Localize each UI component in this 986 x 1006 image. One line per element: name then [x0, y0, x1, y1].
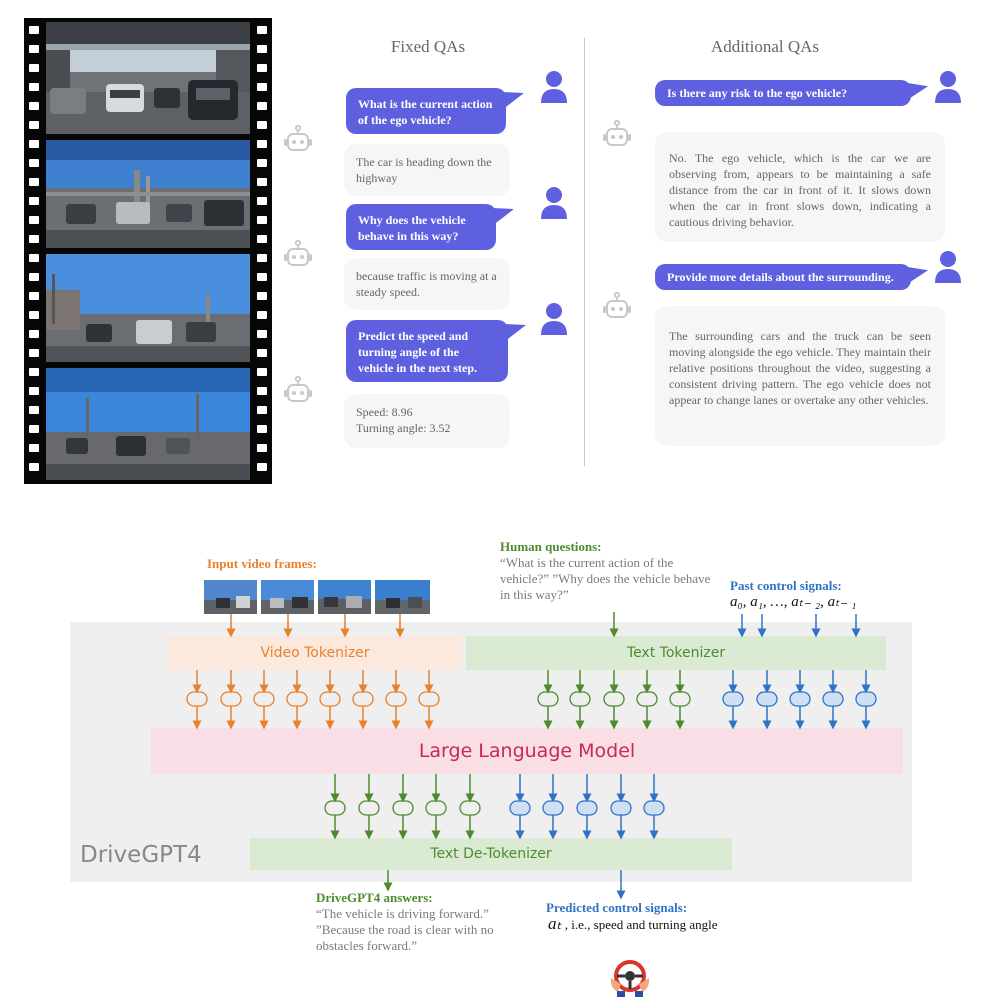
token-pill — [610, 800, 632, 816]
additional-answer-1: No. The ego vehicle, which is the car we… — [655, 132, 945, 242]
video-tokenizer-box: Video Tokenizer — [168, 636, 462, 670]
steering-wheel-icon — [610, 960, 650, 997]
user-icon — [541, 303, 567, 335]
past-control-signals-label: Past control signals: — [730, 578, 842, 593]
thumbnail-frame-1 — [204, 580, 257, 614]
film-sprocket-holes-right — [257, 20, 269, 482]
drivegpt4-answers-label: DriveGPT4 answers: — [316, 890, 433, 905]
human-questions-text: “What is the current action of the vehic… — [500, 555, 711, 602]
video-frame-4 — [46, 368, 250, 480]
token-pill — [855, 691, 877, 707]
thumbnail-frame-3 — [318, 580, 371, 614]
token-pill — [569, 691, 591, 707]
fixed-answer-2: because traffic is moving at a steady sp… — [344, 258, 510, 310]
token-pill — [756, 691, 778, 707]
token-pill — [319, 691, 341, 707]
predicted-signal-math: aₜ — [548, 914, 562, 933]
token-pill — [425, 800, 447, 816]
speed-value: Speed: 8.96 — [356, 405, 413, 419]
text-tokenizer-box: Text Tokenizer — [466, 636, 886, 670]
turning-angle-value: Turning angle: 3.52 — [356, 421, 451, 435]
token-pill — [669, 691, 691, 707]
past-control-signals-math: a₀, a₁, …, aₜ₋ ₂, aₜ₋ ₁ — [730, 594, 857, 610]
robot-icon — [603, 291, 631, 318]
llm-box: Large Language Model — [151, 728, 903, 774]
column-divider — [584, 38, 585, 466]
token-pill — [385, 691, 407, 707]
token-pill — [537, 691, 559, 707]
token-pill — [643, 800, 665, 816]
input-video-thumbnails — [204, 580, 430, 614]
fixed-qas-title: Fixed QAs — [390, 37, 466, 56]
token-pill — [722, 691, 744, 707]
predicted-control-signals-label: Predicted control signals: — [546, 900, 688, 915]
robot-icon — [284, 124, 312, 151]
token-pill — [789, 691, 811, 707]
token-pill — [358, 800, 380, 816]
film-sprocket-holes-left — [29, 20, 41, 482]
predicted-control-signals-line: aₜ , i.e., speed and turning angle — [548, 914, 717, 934]
token-pill — [186, 691, 208, 707]
human-questions-label: Human questions: — [500, 539, 602, 554]
robot-icon — [284, 239, 312, 266]
thumbnail-frame-4 — [375, 580, 430, 614]
token-pill — [822, 691, 844, 707]
robot-icon — [603, 119, 631, 146]
user-icon — [541, 71, 567, 103]
token-pill — [392, 800, 414, 816]
token-pill — [603, 691, 625, 707]
video-frame-2 — [46, 140, 250, 248]
token-pill — [636, 691, 658, 707]
additional-question-2: Provide more details about the surroundi… — [655, 264, 911, 290]
token-pill — [509, 800, 531, 816]
additional-question-1: Is there any risk to the ego vehicle? — [655, 80, 911, 106]
user-icon — [935, 71, 961, 103]
video-film-strip — [24, 18, 272, 484]
fixed-question-1: What is the current action of the ego ve… — [346, 88, 506, 134]
drivegpt4-brand: DriveGPT4 — [80, 842, 202, 868]
predicted-signal-text: , i.e., speed and turning angle — [561, 917, 718, 932]
fixed-answer-3: Speed: 8.96 Turning angle: 3.52 — [344, 394, 510, 448]
token-pill — [576, 800, 598, 816]
video-frame-1 — [46, 22, 250, 134]
token-pill — [542, 800, 564, 816]
token-pill — [286, 691, 308, 707]
additional-answer-2: The surrounding cars and the truck can b… — [655, 306, 945, 446]
token-pill — [253, 691, 275, 707]
drivegpt4-answers-text: “The vehicle is driving forward.” ”Becau… — [316, 906, 494, 953]
fixed-question-2: Why does the vehicle behave in this way? — [346, 204, 496, 250]
video-frame-3 — [46, 254, 250, 362]
thumbnail-frame-2 — [261, 580, 314, 614]
token-pill — [418, 691, 440, 707]
token-pill — [352, 691, 374, 707]
fixed-question-3: Predict the speed and turning angle of t… — [346, 320, 508, 382]
robot-icon — [284, 375, 312, 402]
user-icon — [541, 187, 567, 219]
input-frames-label: Input video frames: — [207, 556, 317, 571]
token-pill — [220, 691, 242, 707]
token-pill — [324, 800, 346, 816]
additional-qas-title: Additional QAs — [710, 37, 820, 56]
token-pill — [459, 800, 481, 816]
user-icon — [935, 251, 961, 283]
detokenizer-box: Text De-Tokenizer — [250, 838, 732, 870]
fixed-answer-1: The car is heading down the highway — [344, 144, 510, 196]
